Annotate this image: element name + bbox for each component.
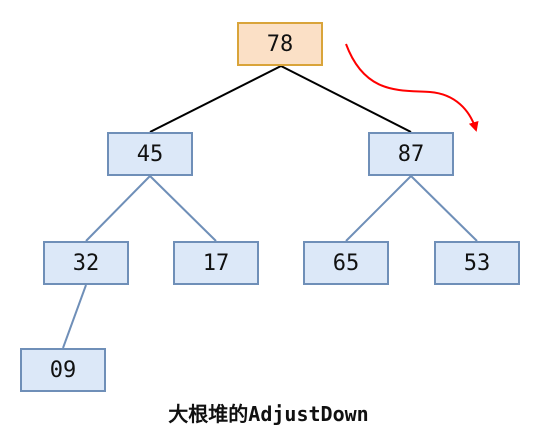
node-87: 87 — [368, 132, 454, 176]
node-45: 45 — [107, 132, 193, 176]
node-78: 78 — [237, 22, 323, 66]
edge-45-17 — [149, 175, 217, 242]
node-09: 09 — [20, 348, 106, 392]
edge-45-32 — [85, 175, 151, 242]
caption-function: AdjustDown — [248, 402, 369, 426]
edge-87-65 — [345, 175, 412, 242]
edge-78-45 — [149, 65, 282, 133]
edge-78-87 — [280, 65, 412, 133]
edge-32-09 — [62, 284, 87, 349]
edge-87-53 — [410, 175, 478, 242]
caption-prefix: 大根堆的 — [168, 402, 249, 426]
swap-arrow — [345, 43, 479, 132]
node-65: 65 — [303, 241, 389, 285]
diagram-caption: 大根堆的AdjustDown — [0, 398, 537, 427]
node-32: 32 — [43, 241, 129, 285]
node-53: 53 — [434, 241, 520, 285]
node-17: 17 — [173, 241, 259, 285]
